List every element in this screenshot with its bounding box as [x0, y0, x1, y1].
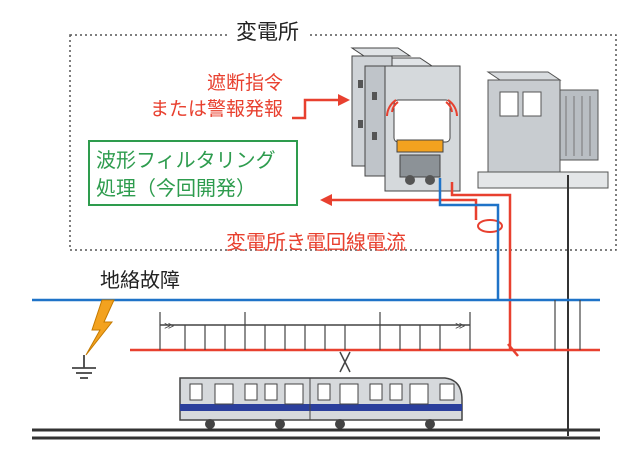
filter-processing-box: 波形フィルタリング 処理（今回開発） [88, 140, 298, 206]
lightning-icon [85, 299, 115, 356]
switchgear-icon [350, 47, 461, 192]
filter-line1: 波形フィルタリング [96, 148, 276, 172]
trip-command-label: 遮断指令 または警報発報 [150, 70, 283, 122]
catenary-droppers [159, 300, 581, 350]
filter-line2: 処理（今回開発） [96, 176, 256, 200]
blue-feeder-cable [438, 178, 500, 300]
ground-fault-label: 地絡故障 [100, 268, 180, 292]
trip-command-line1: 遮断指令 [207, 72, 284, 94]
substation-label: 変電所 [228, 22, 307, 43]
train-icon [179, 351, 463, 429]
red-feeder-cable [450, 182, 512, 350]
current-measurement-arrow [330, 198, 478, 220]
svg-text:≫: ≫ [164, 321, 174, 332]
svg-text:≫: ≫ [455, 321, 465, 332]
ground-symbol-icon [72, 355, 96, 379]
trip-command-line2: または警報発報 [150, 98, 284, 120]
opened-breaker-symbol [507, 343, 519, 357]
trip-command-arrow [292, 98, 340, 120]
current-transformer-icon [477, 219, 503, 233]
substation-current-label: 変電所き電回線電流 [226, 230, 406, 254]
transformer-icon [477, 71, 609, 189]
